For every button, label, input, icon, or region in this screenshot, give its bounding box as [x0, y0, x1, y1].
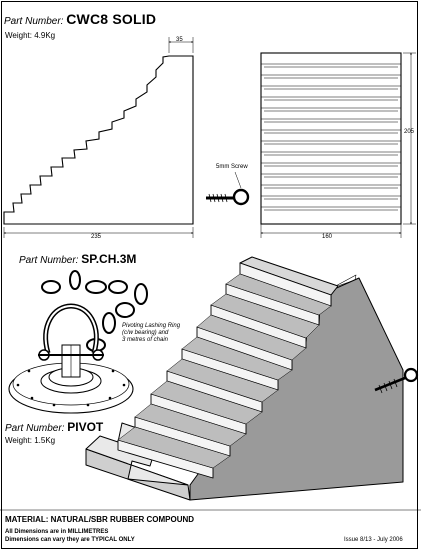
dimension-depth: 160 [322, 234, 333, 240]
chain-part-number: SP.CH.3M [81, 252, 137, 266]
chain-icon [41, 270, 148, 352]
eye-bolt-icon [374, 367, 419, 394]
chain-description: Pivoting Lashing Ring (c/w bearing) and … [122, 323, 180, 344]
chain-part-number-label: Part Number: [19, 255, 79, 266]
dimension-base-length: 235 [91, 234, 102, 240]
issue-date: Issue 8/13 - July 2006 [344, 537, 403, 543]
pivot-part-number-heading: Part Number: PIVOT [5, 420, 103, 434]
pivot-ring-icon [8, 303, 134, 414]
pivot-part-number-label: Part Number: [5, 423, 65, 434]
chain-description-line: 3 metres of chain [122, 337, 169, 343]
screw-label: 5mm Screw [216, 164, 248, 170]
chain-description-line: (c/w bearing) and [122, 330, 169, 336]
pivot-part-number: PIVOT [67, 420, 104, 434]
material-spec: MATERIAL: NATURAL/SBR RUBBER COMPOUND [5, 515, 195, 524]
cwc8-part-number-heading: Part Number: CWC8 SOLID [4, 11, 156, 27]
typical-note: Dimensions can vary they are TYPICAL ONL… [5, 537, 135, 543]
chock-front-view [260, 52, 402, 225]
eye-screw-icon [206, 171, 250, 206]
chock-isometric-view [85, 256, 404, 501]
cwc8-weight: Weight: 4.9Kg [5, 31, 56, 40]
dimensions-note: All Dimensions are in MILLIMETRES [5, 529, 109, 535]
dimension-top-width: 35 [176, 37, 183, 43]
dimension-height: 205 [404, 129, 415, 135]
chain-description-line: Pivoting Lashing Ring [122, 323, 181, 329]
cwc8-part-number: CWC8 SOLID [66, 11, 157, 27]
pivot-weight: Weight: 1.5Kg [5, 436, 56, 445]
chock-side-profile [3, 55, 194, 225]
cwc8-part-number-label: Part Number: [4, 16, 64, 27]
chain-part-number-heading: Part Number: SP.CH.3M [19, 252, 136, 266]
dimension-lines [3, 37, 416, 238]
